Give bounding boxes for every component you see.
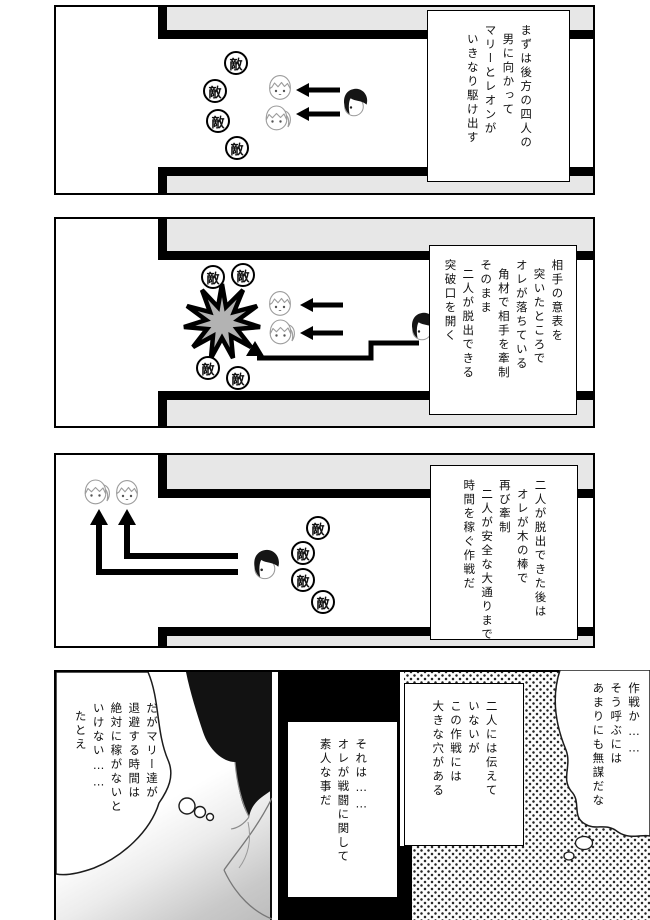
corridor-wall [158, 30, 593, 39]
flaw-caption-box: 二人には伝えて いないが この作戦には 大きな穴がある [404, 683, 524, 846]
note-line: 時間を稼ぐ作戦だ [462, 479, 477, 591]
corridor-wall [158, 627, 167, 646]
caption-line: いないが [466, 700, 481, 756]
enemy-label: 敵 [201, 362, 215, 378]
note-line: 男に向かって [501, 33, 516, 117]
corridor-wall [158, 167, 167, 193]
corridor-block [158, 636, 593, 646]
caption-line: 二人には伝えて [484, 700, 499, 798]
marie-face-icon [82, 477, 112, 507]
reveal-caption-box: それは…… オレが戦闘に関して 素人な事だ [288, 722, 397, 897]
corridor-wall [158, 627, 593, 636]
note-line: マリーとレオンが [483, 24, 498, 136]
protagonist-portrait [186, 672, 272, 920]
enemy-label: 敵 [208, 85, 222, 101]
monologue-line: 退避する時間は [127, 702, 142, 800]
enemy-marker: 敵 [203, 79, 227, 103]
leon-face-icon [266, 289, 294, 317]
note-line: まずは後方の四人の [519, 24, 534, 150]
corridor-wall [158, 455, 167, 498]
corridor-wall [158, 391, 593, 400]
caption-line: それは…… [354, 738, 369, 813]
enemy-label: 敵 [206, 271, 220, 287]
enemy-label: 敵 [211, 115, 225, 131]
thought-bubble-trail-icon [563, 835, 594, 861]
note-line: 突破口を開く [443, 259, 458, 343]
enemy-label: 敵 [296, 547, 310, 563]
enemy-label: 敵 [316, 596, 330, 612]
monologue-line: あまりにも無謀だな [591, 682, 606, 808]
protagonist-head-icon [251, 549, 283, 581]
enemy-marker: 敵 [224, 51, 248, 75]
monologue-line: だがマリー達が [145, 702, 159, 800]
hair [186, 672, 272, 817]
black-divider [398, 846, 412, 920]
corridor-wall [158, 251, 593, 260]
monologue-line: 絶対に稼がないと [109, 702, 124, 814]
enemy-marker: 敵 [306, 516, 330, 540]
caption-line: オレが戦闘に関して [336, 738, 351, 864]
marie-face-icon [267, 317, 297, 347]
thought-bubble [554, 670, 650, 861]
thought-bubble-trail-icon [178, 797, 215, 822]
enemy-label: 敵 [231, 372, 245, 388]
monologue-line: そう呼ぶには [609, 682, 624, 766]
note-line: 突いたところで [532, 268, 547, 366]
enemy-marker: 敵 [231, 263, 255, 287]
corridor-wall [158, 489, 593, 498]
enemy-marker: 敵 [291, 541, 315, 565]
note-line: オレが木の棒で [515, 488, 530, 586]
note-line: いきなり駆け出す [465, 33, 480, 145]
enemy-marker: 敵 [226, 366, 250, 390]
caption-line: 大きな穴がある [431, 700, 446, 798]
plan-note-3: 二人が脱出できた後は オレが木の棒で 再び牽制 二人が安全な大通りまで 時間を稼… [430, 465, 578, 642]
monologue-line: たとえ [73, 710, 88, 752]
enemy-marker: 敵 [291, 568, 315, 592]
panel-4-left-scene [56, 672, 272, 920]
enemy-marker: 敵 [311, 590, 335, 614]
marie-face-icon [263, 103, 293, 133]
enemy-label: 敵 [236, 269, 250, 285]
enemy-marker: 敵 [225, 136, 249, 160]
monologue-left: だがマリー達が 退避する時間は 絶対に稼がないと いけない…… たとえ [60, 702, 160, 842]
corridor-wall [158, 167, 593, 176]
enemy-marker: 敵 [196, 356, 220, 380]
enemy-label: 敵 [311, 522, 325, 538]
corridor-wall [158, 7, 167, 39]
leon-face-icon [113, 478, 141, 506]
thought-bubble [56, 672, 215, 876]
monologue-right: 作戦か…… そう呼ぶには あまりにも無謀だな [562, 682, 642, 822]
enemy-label: 敵 [296, 574, 310, 590]
protagonist-head-icon [341, 88, 371, 118]
plan-note-1: まずは後方の四人の 男に向かって マリーとレオンが いきなり駆け出す [427, 10, 570, 182]
leon-face-icon [266, 73, 294, 101]
note-line: 相手の意表を [550, 259, 565, 343]
note-line: 角材で相手を牽制 [496, 268, 511, 380]
enemy-label: 敵 [230, 142, 244, 158]
note-line: 二人が安全な大通りまで [480, 488, 495, 642]
note-line: オレが落ちている [514, 259, 529, 371]
note-line: 二人が脱出できた後は [533, 479, 548, 619]
enemy-marker: 敵 [201, 265, 225, 289]
note-line: 再び牽制 [497, 479, 512, 535]
note-line: 二人が脱出できる [461, 268, 476, 380]
caption-line: 素人な事だ [318, 738, 333, 808]
monologue-line: いけない…… [91, 702, 106, 791]
caption-line: この作戦には [449, 700, 463, 784]
plan-note-2: 相手の意表を 突いたところで オレが落ちている 角材で相手を牽制 そのまま 二人… [429, 245, 577, 415]
corridor-wall [158, 391, 167, 426]
enemy-label: 敵 [229, 57, 243, 73]
monologue-line: 作戦か…… [627, 682, 641, 757]
note-line: そのまま [479, 259, 494, 315]
corridor-wall [158, 219, 167, 260]
enemy-marker: 敵 [206, 109, 230, 133]
